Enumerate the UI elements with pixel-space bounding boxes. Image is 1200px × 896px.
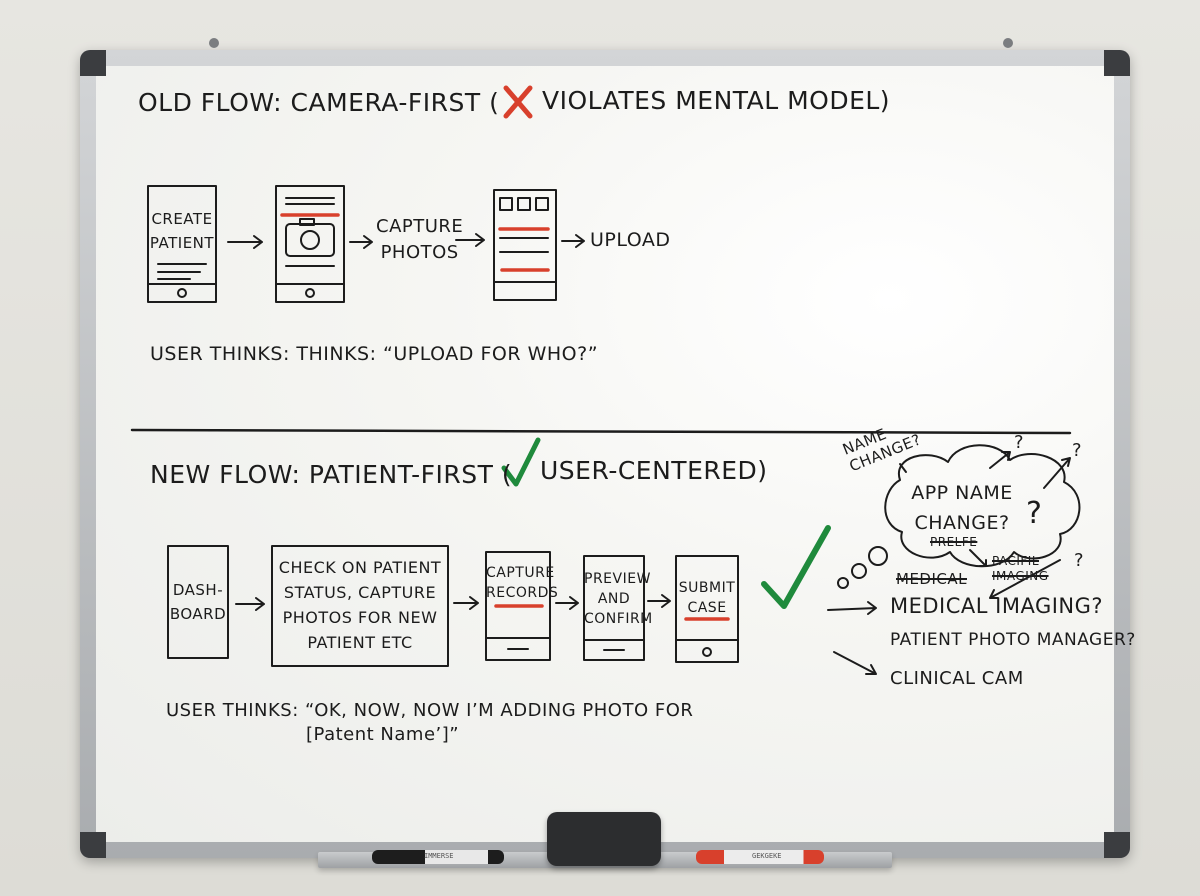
wall-hook: [209, 38, 219, 48]
red-x-icon: [503, 85, 533, 119]
thought-cloud: [884, 444, 1081, 568]
phone-capture-records: [485, 551, 551, 661]
new-flow-verdict: USER-CENTERED): [540, 456, 768, 485]
red-marker[interactable]: [696, 850, 824, 864]
old-user-thinks: USER THINKS: THINKS: “UPLOAD FOR WHO?”: [150, 343, 599, 365]
struck-medical: MEDICAL: [896, 570, 967, 588]
old-flow-heading: OLD FLOW: CAMERA-FIRST (: [138, 88, 500, 117]
black-marker[interactable]: [372, 850, 504, 864]
phone-preview-confirm: [583, 555, 645, 661]
old-flow-verdict: VIOLATES MENTAL MODEL): [542, 86, 891, 115]
box-dashboard: [167, 545, 229, 659]
red-marker-label: GEKGEKE: [752, 852, 782, 860]
new-flow-heading: NEW FLOW: PATIENT-FIRST (: [150, 460, 513, 489]
large-green-check-icon: [761, 525, 831, 609]
phone-sketch-camera: [275, 185, 345, 303]
step-submit-case: SUBMIT CASE: [678, 580, 736, 616]
frame-corner: [80, 832, 106, 858]
phone-submit-case: [675, 555, 739, 663]
step-capture-photos: CAPTURE PHOTOS: [376, 216, 464, 263]
struck-imaging: PACIFIL IMAGING: [992, 554, 1049, 583]
question-mark: ?: [1072, 440, 1083, 461]
frame-corner: [80, 50, 106, 76]
black-marker-label: IMMERSE: [424, 852, 454, 860]
phone-sketch-create-patient: [147, 185, 217, 303]
step-create-patient: CREATE PATIENT: [149, 210, 215, 252]
question-mark: ?: [1014, 432, 1025, 453]
box-check-status: [271, 545, 449, 667]
step-check-status: CHECK ON PATIENT STATUS, CAPTURE PHOTOS …: [278, 558, 442, 652]
cloud-question-mark: ?: [1026, 496, 1043, 531]
step-capture-records: CAPTURE RECORDS: [486, 565, 559, 601]
step-dashboard: DASH- BOARD: [169, 581, 227, 623]
new-user-thinks-line1: USER THINKS: “OK, NOW, NOW I’M ADDING PH…: [166, 700, 694, 721]
option-clinical-cam: CLINICAL CAM: [890, 668, 1024, 689]
camera-icon: [285, 223, 335, 257]
wall-hook: [1003, 38, 1013, 48]
option-medical-imaging: MEDICAL IMAGING?: [890, 594, 1104, 618]
new-user-thinks-line2: [Patent Name’]”: [306, 724, 460, 745]
step-preview-confirm: PREVIEW AND CONFIRM: [584, 571, 653, 627]
frame-corner: [1104, 832, 1130, 858]
question-mark: ?: [1074, 550, 1085, 571]
green-check-icon: [501, 437, 541, 487]
whiteboard-eraser[interactable]: [547, 812, 661, 866]
step-upload: UPLOAD: [590, 229, 671, 251]
option-patient-photo-manager: PATIENT PHOTO MANAGER?: [890, 630, 1136, 650]
struck-word-cloud: PRELFE: [930, 535, 978, 549]
frame-corner: [1104, 50, 1130, 76]
whiteboard-surface: [96, 66, 1114, 842]
phone-sketch-gallery: [493, 189, 557, 301]
cloud-app-name-change: APP NAME CHANGE?: [911, 482, 1013, 534]
section-divider: [130, 428, 1072, 435]
